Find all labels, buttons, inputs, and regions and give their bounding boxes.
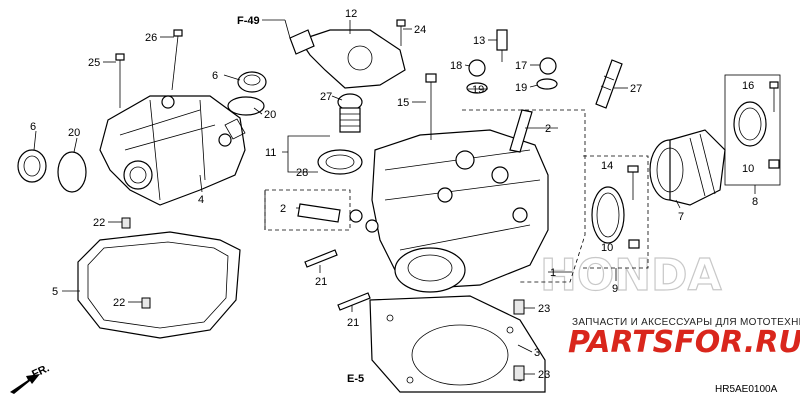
group-outline-9 [583,155,649,269]
callout-2-left: 2 [280,203,286,215]
callout-19-left: 19 [472,84,484,96]
callout-4: 4 [198,194,204,206]
callout-9: 9 [612,283,618,295]
group-box-8 [724,74,781,186]
callout-26: 26 [145,32,157,44]
stud-21-upper [304,249,338,268]
callout-14: 14 [601,160,613,172]
dowel-22-lower [141,297,151,309]
shop-tagline: ЗАПЧАСТИ И АКСЕССУАРЫ ДЛЯ МОТОТЕХНИКИ [572,317,800,328]
thermostat [337,93,363,133]
callout-27: 27 [630,83,642,95]
callout-20-left: 20 [68,127,80,139]
callout-10-lower: 10 [601,242,613,254]
thermostat-housing [289,29,406,89]
washer-19-left [466,82,488,94]
callout-21-upper: 21 [315,276,327,288]
spark-plug [595,59,623,109]
callout-24: 24 [414,24,426,36]
callout-7: 7 [678,211,684,223]
valve-guide-left [297,203,379,233]
front-direction-label: FR. [30,362,51,380]
head-cover-gasket [77,231,241,339]
callout-22-lower: 22 [113,297,125,309]
group-outline-2 [264,189,351,231]
thermostat-seal [317,149,363,175]
callout-22-upper: 22 [93,217,105,229]
callout-16: 16 [742,80,754,92]
callout-28: 28 [296,167,308,179]
cylinder-head [371,129,549,321]
reference-top[interactable]: F-49 [237,15,260,27]
callout-19-right: 19 [515,82,527,94]
callout-18: 18 [450,60,462,72]
callout-10-upper: 10 [742,163,754,175]
cap-nut-17 [539,57,557,75]
front-direction-arrow: FR. [10,362,51,394]
bolt-15 [425,73,437,140]
callout-21-lower: 21 [347,317,359,329]
nut-10-upper [768,159,780,169]
callout-5: 5 [52,286,58,298]
callout-12: 12 [345,8,357,20]
diagram-code: HR5AE0100A [715,384,778,395]
leader-lines [33,19,756,375]
callout-27-thermostat: 27 [320,91,332,103]
callout-11: 11 [265,147,276,159]
callout-23-upper: 23 [538,303,550,315]
callout-8: 8 [752,196,758,208]
callout-13: 13 [473,35,485,47]
callout-3: 3 [534,347,540,359]
bolt-25 [115,53,125,108]
callout-2-right: 2 [545,123,551,135]
callout-20-top: 20 [264,109,276,121]
callout-15: 15 [397,97,409,109]
cylinder-gasket [369,295,546,393]
bolt-24 [396,19,406,46]
bolt-16 [769,81,779,112]
callout-6-left: 6 [30,121,36,133]
o-ring-top [227,96,265,116]
cap-nut-18 [468,59,486,77]
oil-filler-cap-left [17,149,47,183]
washer-19-right [536,78,558,90]
callout-17: 17 [515,60,527,72]
valve-guide-right [509,109,533,153]
callout-25: 25 [88,57,100,69]
reference-bottom[interactable]: E-5 [347,373,364,385]
bolt-14 [627,165,639,200]
dowel-22-upper [121,217,131,229]
callout-1: 1 [550,267,556,279]
dowel-23-upper [513,299,525,315]
oil-filler-cap-top [237,71,267,93]
head-cover [99,95,246,206]
nut-10-lower [628,239,640,249]
temperature-sensor [496,29,508,62]
o-ring-left [57,151,87,193]
callout-6-top: 6 [212,70,218,82]
shop-logo: PARTSFOR.RU [568,325,800,360]
callout-labels: 6 20 25 26 6 20 4 22 22 5 12 24 13 18 19… [30,8,758,381]
clamp-9 [591,186,625,244]
honda-watermark: HONDA [540,250,722,301]
intake-insulator [649,129,726,206]
stud-21-lower [337,292,371,311]
callout-23-lower: 23 [538,369,550,381]
dowel-23-lower [513,365,525,381]
bolt-26 [171,29,183,91]
group-outline-1 [462,109,586,283]
